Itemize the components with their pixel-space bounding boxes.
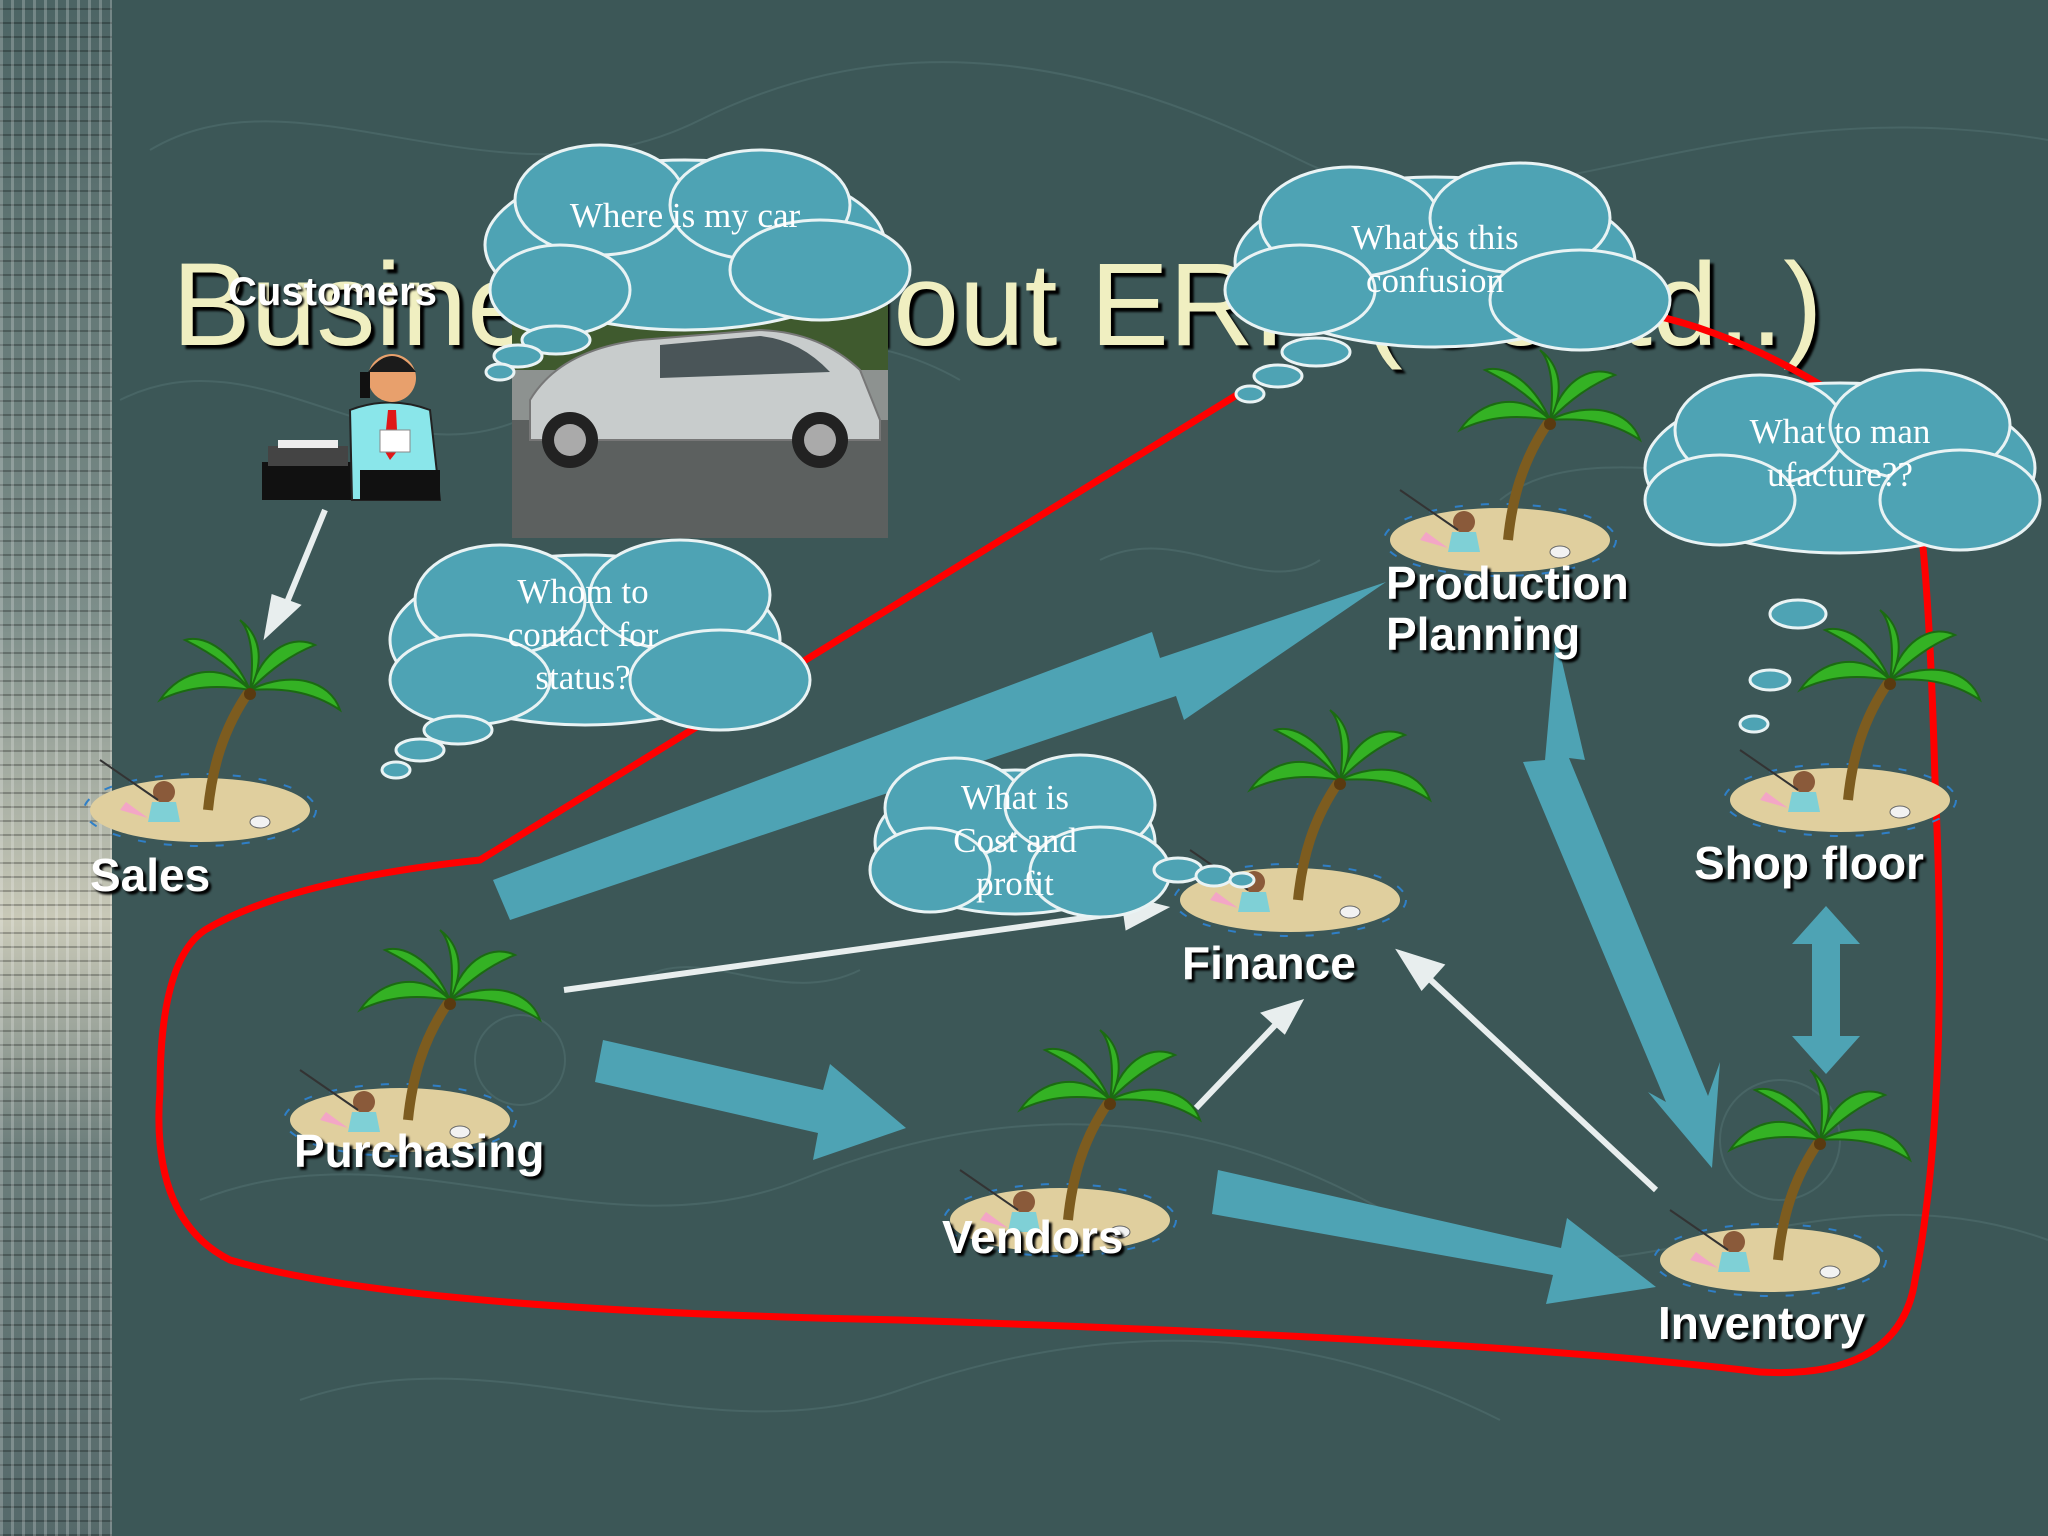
customers-label: Customers <box>228 270 437 314</box>
arrow-inventory-to-finance <box>1395 948 1446 991</box>
map-texture-strip <box>0 0 112 1536</box>
label-finance: Finance <box>1182 937 1356 989</box>
arrow-vendors-to-finance <box>1260 998 1305 1035</box>
label-sales: Sales <box>90 849 211 901</box>
cloud-manufacture <box>1643 368 2042 734</box>
customer-figure <box>262 354 442 501</box>
arrow-production-inventory <box>1523 636 1720 1168</box>
arrow-customers-to-sales <box>263 593 302 641</box>
cloud-text-cost: What is Cost and profit <box>953 778 1077 904</box>
cloud-cost <box>868 753 1256 919</box>
cloud-text-confusion: What is this confusion <box>1351 218 1519 301</box>
label-shop-floor: Shop floor <box>1694 837 1924 889</box>
cloud-confusion <box>1223 161 1672 404</box>
label-purchasing: Purchasing <box>294 1125 545 1177</box>
label-production-planning: Production Planning <box>1386 557 1629 660</box>
car-photo <box>512 300 888 538</box>
cloud-text-manufacture: What to manufacture?? <box>1749 412 1931 495</box>
cloud-status <box>380 538 812 780</box>
arrow-purchasing-to-vendors <box>595 1040 906 1160</box>
arrow-shopfloor-inventory <box>1792 906 1860 1074</box>
cloud-car <box>483 143 912 382</box>
arrow-purchasing-to-production <box>493 582 1386 920</box>
cloud-text-status: Whom to contact for status? <box>507 572 659 698</box>
label-vendors: Vendors <box>942 1211 1124 1263</box>
label-inventory: Inventory <box>1658 1297 1866 1349</box>
cloud-text-car: Where is my car <box>569 196 801 235</box>
arrow-vendors-to-inventory <box>1212 1170 1656 1304</box>
